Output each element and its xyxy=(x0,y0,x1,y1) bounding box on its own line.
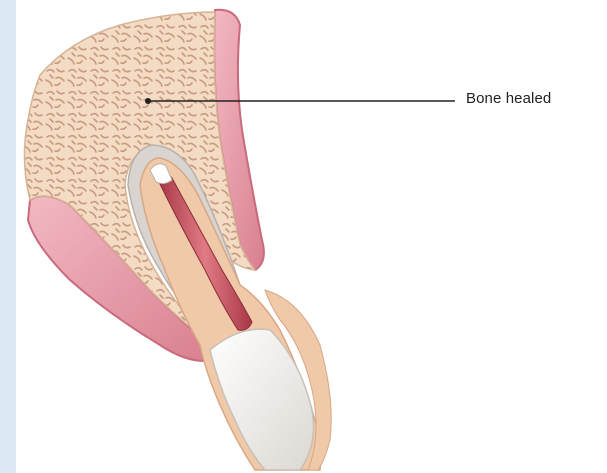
bone-healed-label: Bone healed xyxy=(466,90,551,107)
tooth-crown xyxy=(210,329,314,470)
